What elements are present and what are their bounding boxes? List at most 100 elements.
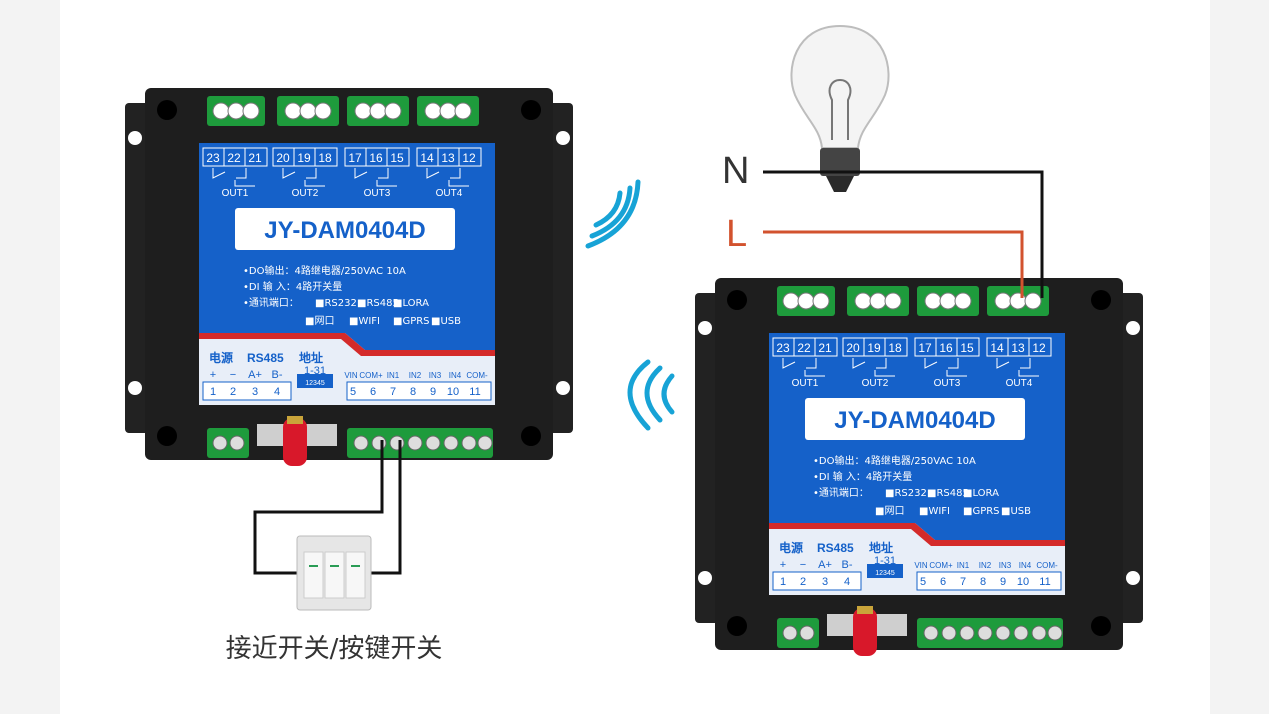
- neutral-label: N: [722, 150, 749, 192]
- out-pin-number: 13: [1011, 341, 1025, 355]
- spec-di: •DI 输 入：4路开关量: [243, 280, 342, 293]
- switch-caption: 接近开关/按键开关: [226, 634, 443, 664]
- input-label: IN2: [979, 561, 992, 570]
- port-option: ■RS232: [885, 488, 927, 499]
- wall-switch-icon: [296, 535, 372, 611]
- out-pin-number: 20: [846, 341, 860, 355]
- port-option: ■GPRS: [393, 316, 430, 327]
- spec-do: •DO输出：4路继电器/250VAC 10A: [813, 454, 976, 467]
- port-option: ■网口: [305, 315, 334, 327]
- bottom-pin-number: 1: [210, 386, 216, 398]
- input-label: IN4: [1019, 561, 1032, 570]
- bottom-pin-number: 6: [940, 576, 946, 588]
- spec-com-label: •通讯端口：: [243, 296, 299, 309]
- port-option: ■USB: [431, 316, 461, 327]
- group-address: 地址: [299, 350, 323, 365]
- out-name: OUT4: [436, 188, 463, 199]
- bottom-pin-number: 4: [844, 576, 850, 588]
- bottom-pin-number: 6: [370, 386, 376, 398]
- bottom-pin-number: 5: [920, 576, 926, 588]
- out-name: OUT1: [222, 188, 249, 199]
- address-range: 1-31: [304, 365, 326, 377]
- out-pin-number: 22: [227, 151, 241, 165]
- power-sign: A+: [248, 369, 262, 381]
- spec-do: •DO输出：4路继电器/250VAC 10A: [243, 264, 406, 277]
- out-pin-number: 17: [348, 151, 362, 165]
- port-option: ■WIFI: [919, 506, 950, 517]
- bottom-pin-number: 9: [1000, 576, 1006, 588]
- bottom-pin-number: 5: [350, 386, 356, 398]
- bottom-pin-number: 7: [390, 386, 396, 398]
- bottom-pin-number: 11: [469, 386, 480, 398]
- module-left-case: [124, 87, 574, 467]
- out-name: OUT3: [934, 378, 961, 389]
- input-label: COM-: [466, 371, 488, 380]
- input-label: IN1: [957, 561, 970, 570]
- port-option: ■GPRS: [963, 506, 1000, 517]
- model-name: JY-DAM0404D: [264, 217, 425, 244]
- bottom-pin-number: 9: [430, 386, 436, 398]
- input-label: IN3: [999, 561, 1012, 570]
- out-pin-number: 14: [990, 341, 1004, 355]
- port-option: ■USB: [1001, 506, 1031, 517]
- bottom-pin-number: 8: [980, 576, 986, 588]
- out-pin-number: 23: [776, 341, 790, 355]
- power-sign: +: [780, 559, 786, 571]
- out-name: OUT2: [292, 188, 319, 199]
- input-label: COM+: [929, 561, 953, 570]
- power-sign: +: [210, 369, 216, 381]
- switch-wiring: [253, 440, 402, 575]
- input-label: VIN: [914, 561, 928, 570]
- out-pin-number: 14: [420, 151, 434, 165]
- bottom-pin-number: 8: [410, 386, 416, 398]
- dip-digits: 12345: [305, 380, 325, 387]
- group-power: 电源: [209, 350, 233, 365]
- wireless-signal-icon: [585, 179, 641, 249]
- out-name: OUT2: [862, 378, 889, 389]
- bottom-pin-number: 2: [230, 386, 236, 398]
- out-pin-number: 13: [441, 151, 455, 165]
- port-option: ■网口: [875, 505, 904, 517]
- bottom-pin-number: 10: [447, 386, 459, 398]
- bottom-pin-number: 3: [822, 576, 828, 588]
- out-pin-number: 21: [248, 151, 262, 165]
- bottom-pin-number: 11: [1039, 576, 1050, 588]
- spec-di: •DI 输 入：4路开关量: [813, 470, 912, 483]
- out-pin-number: 16: [369, 151, 383, 165]
- neutral-wire: [763, 170, 1044, 298]
- bottom-pin-number: 7: [960, 576, 966, 588]
- group-rs485: RS485: [247, 351, 284, 365]
- out-pin-number: 18: [318, 151, 332, 165]
- bottom-pin-number: 4: [274, 386, 280, 398]
- group-address: 地址: [869, 540, 893, 555]
- out-pin-number: 15: [390, 151, 404, 165]
- light-bulb-icon: [790, 24, 890, 192]
- input-label: COM+: [359, 371, 383, 380]
- port-option: ■WIFI: [349, 316, 380, 327]
- input-label: IN3: [429, 371, 442, 380]
- spec-com-label: •通讯端口：: [813, 486, 869, 499]
- live-wire: [763, 230, 1024, 298]
- power-sign: −: [230, 369, 236, 381]
- power-sign: B-: [842, 559, 853, 571]
- port-option: ■RS485: [927, 488, 969, 499]
- dip-digits: 12345: [875, 570, 895, 577]
- address-range: 1-31: [874, 555, 896, 567]
- port-option: ■LORA: [963, 488, 999, 499]
- out-pin-number: 12: [1032, 341, 1046, 355]
- out-pin-number: 17: [918, 341, 932, 355]
- input-label: IN1: [387, 371, 400, 380]
- port-option: ■LORA: [393, 298, 429, 309]
- port-option: ■RS232: [315, 298, 357, 309]
- power-sign: A+: [818, 559, 832, 571]
- out-pin-number: 18: [888, 341, 902, 355]
- out-pin-number: 19: [297, 151, 311, 165]
- out-name: OUT3: [364, 188, 391, 199]
- input-label: IN2: [409, 371, 422, 380]
- input-label: IN4: [449, 371, 462, 380]
- out-pin-number: 21: [818, 341, 832, 355]
